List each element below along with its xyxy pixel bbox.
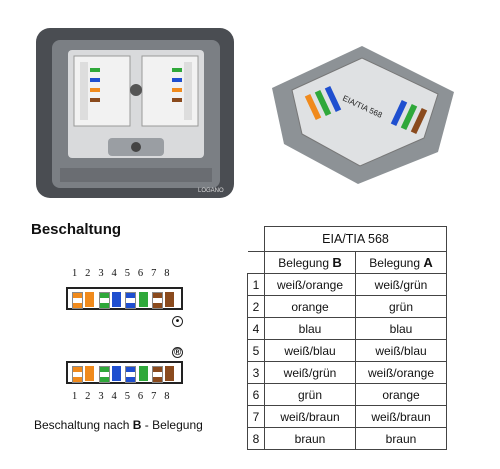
pin-number: 5: [124, 268, 130, 279]
col-header-a-letter: A: [423, 255, 433, 270]
belegung-b-cell: blau: [264, 317, 356, 340]
wire-slot-4: [111, 366, 121, 381]
module-wires-right: [390, 99, 428, 135]
connector-diagram-bottom: [66, 361, 183, 384]
wire-slot-2: [85, 292, 95, 307]
belegung-a-cell: blau: [355, 317, 447, 340]
section-title: Beschaltung: [31, 221, 122, 238]
pin-cell: 7: [247, 405, 265, 428]
table-title: EIA/TIA 568: [264, 226, 447, 252]
belegung-a-cell: weiß/orange: [355, 361, 447, 384]
wire-slot-5: [125, 292, 137, 309]
connector-diagram-top: [66, 287, 183, 310]
module-wires-left: [304, 85, 342, 121]
wire-slot-5: [125, 366, 137, 383]
pin-number: 2: [85, 268, 91, 279]
caption-suffix: - Belegung: [141, 418, 203, 432]
socket-photo-front: LOGANO: [36, 28, 234, 198]
col-header-b-letter: B: [332, 255, 342, 270]
socket-brand-text: LOGANO: [198, 188, 224, 194]
pin-cell: 1: [247, 273, 265, 296]
table-corner: [247, 226, 265, 252]
pin-number: 6: [137, 268, 144, 279]
pin-number: 6: [137, 391, 144, 402]
col-header-a-prefix: Belegung: [369, 256, 424, 270]
belegung-a-cell: orange: [355, 383, 447, 406]
belegung-a-cell: weiß/blau: [355, 339, 447, 362]
pin-number: 7: [151, 391, 157, 402]
pin-number: 5: [124, 391, 130, 402]
wire-slot-8: [165, 292, 175, 307]
terminal-strip-left: [80, 62, 100, 120]
caption-prefix: Beschaltung nach: [34, 418, 133, 432]
col-header-b: Belegung B: [264, 251, 356, 274]
belegung-b-cell: weiß/orange: [264, 273, 356, 296]
wire-slot-8: [165, 366, 175, 381]
belegung-a-cell: grün: [355, 295, 447, 318]
pin-cell: 6: [247, 383, 265, 406]
pin-cell: 8: [247, 427, 265, 450]
wire-slot-3: [98, 366, 110, 383]
belegung-b-cell: grün: [264, 383, 356, 406]
pin-number: 8: [164, 391, 170, 402]
wire-slot-7: [151, 366, 163, 383]
pin-cell: 3: [247, 361, 265, 384]
col-header-b-prefix: Belegung: [278, 256, 333, 270]
belegung-a-cell: weiß/grün: [355, 273, 447, 296]
pin-cell: 4: [247, 317, 265, 340]
registered-icon: ®: [172, 347, 183, 358]
diagram-caption: Beschaltung nach B - Belegung: [34, 418, 203, 432]
wire-slot-3: [98, 292, 110, 309]
wire-slot-4: [111, 292, 121, 307]
belegung-b-cell: orange: [264, 295, 356, 318]
wire-slot-1: [72, 292, 83, 309]
belegung-b-cell: weiß/braun: [264, 405, 356, 428]
pin-number: 1: [71, 391, 78, 402]
marker-circle-icon: •: [172, 316, 183, 327]
pin-number: 2: [85, 391, 91, 402]
col-header-a: Belegung A: [355, 251, 447, 274]
wire-slot-1: [72, 366, 83, 383]
belegung-b-cell: weiß/blau: [264, 339, 356, 362]
pin-cell: 2: [247, 295, 265, 318]
wire-slot-2: [85, 366, 95, 381]
pin-number: 4: [111, 391, 117, 402]
pin-number: 3: [98, 391, 104, 402]
wire-slot-6: [138, 292, 148, 307]
pin-number: 8: [164, 268, 170, 279]
belegung-a-cell: braun: [355, 427, 447, 450]
belegung-b-cell: braun: [264, 427, 356, 450]
pin-number: 4: [111, 268, 117, 279]
pin-number: 7: [151, 268, 157, 279]
wire-slot-7: [151, 292, 163, 309]
terminal-strip-right: [172, 62, 192, 120]
wire-slot-6: [138, 366, 148, 381]
pin-cell: 5: [247, 339, 265, 362]
pin-number: 3: [98, 268, 104, 279]
socket-photo-module: EIA/TIA 568: [272, 46, 454, 184]
belegung-b-cell: weiß/grün: [264, 361, 356, 384]
table-corner: [247, 251, 265, 274]
caption-bold-letter: B: [132, 418, 142, 432]
belegung-a-cell: weiß/braun: [355, 405, 447, 428]
pin-number: 1: [71, 268, 78, 279]
